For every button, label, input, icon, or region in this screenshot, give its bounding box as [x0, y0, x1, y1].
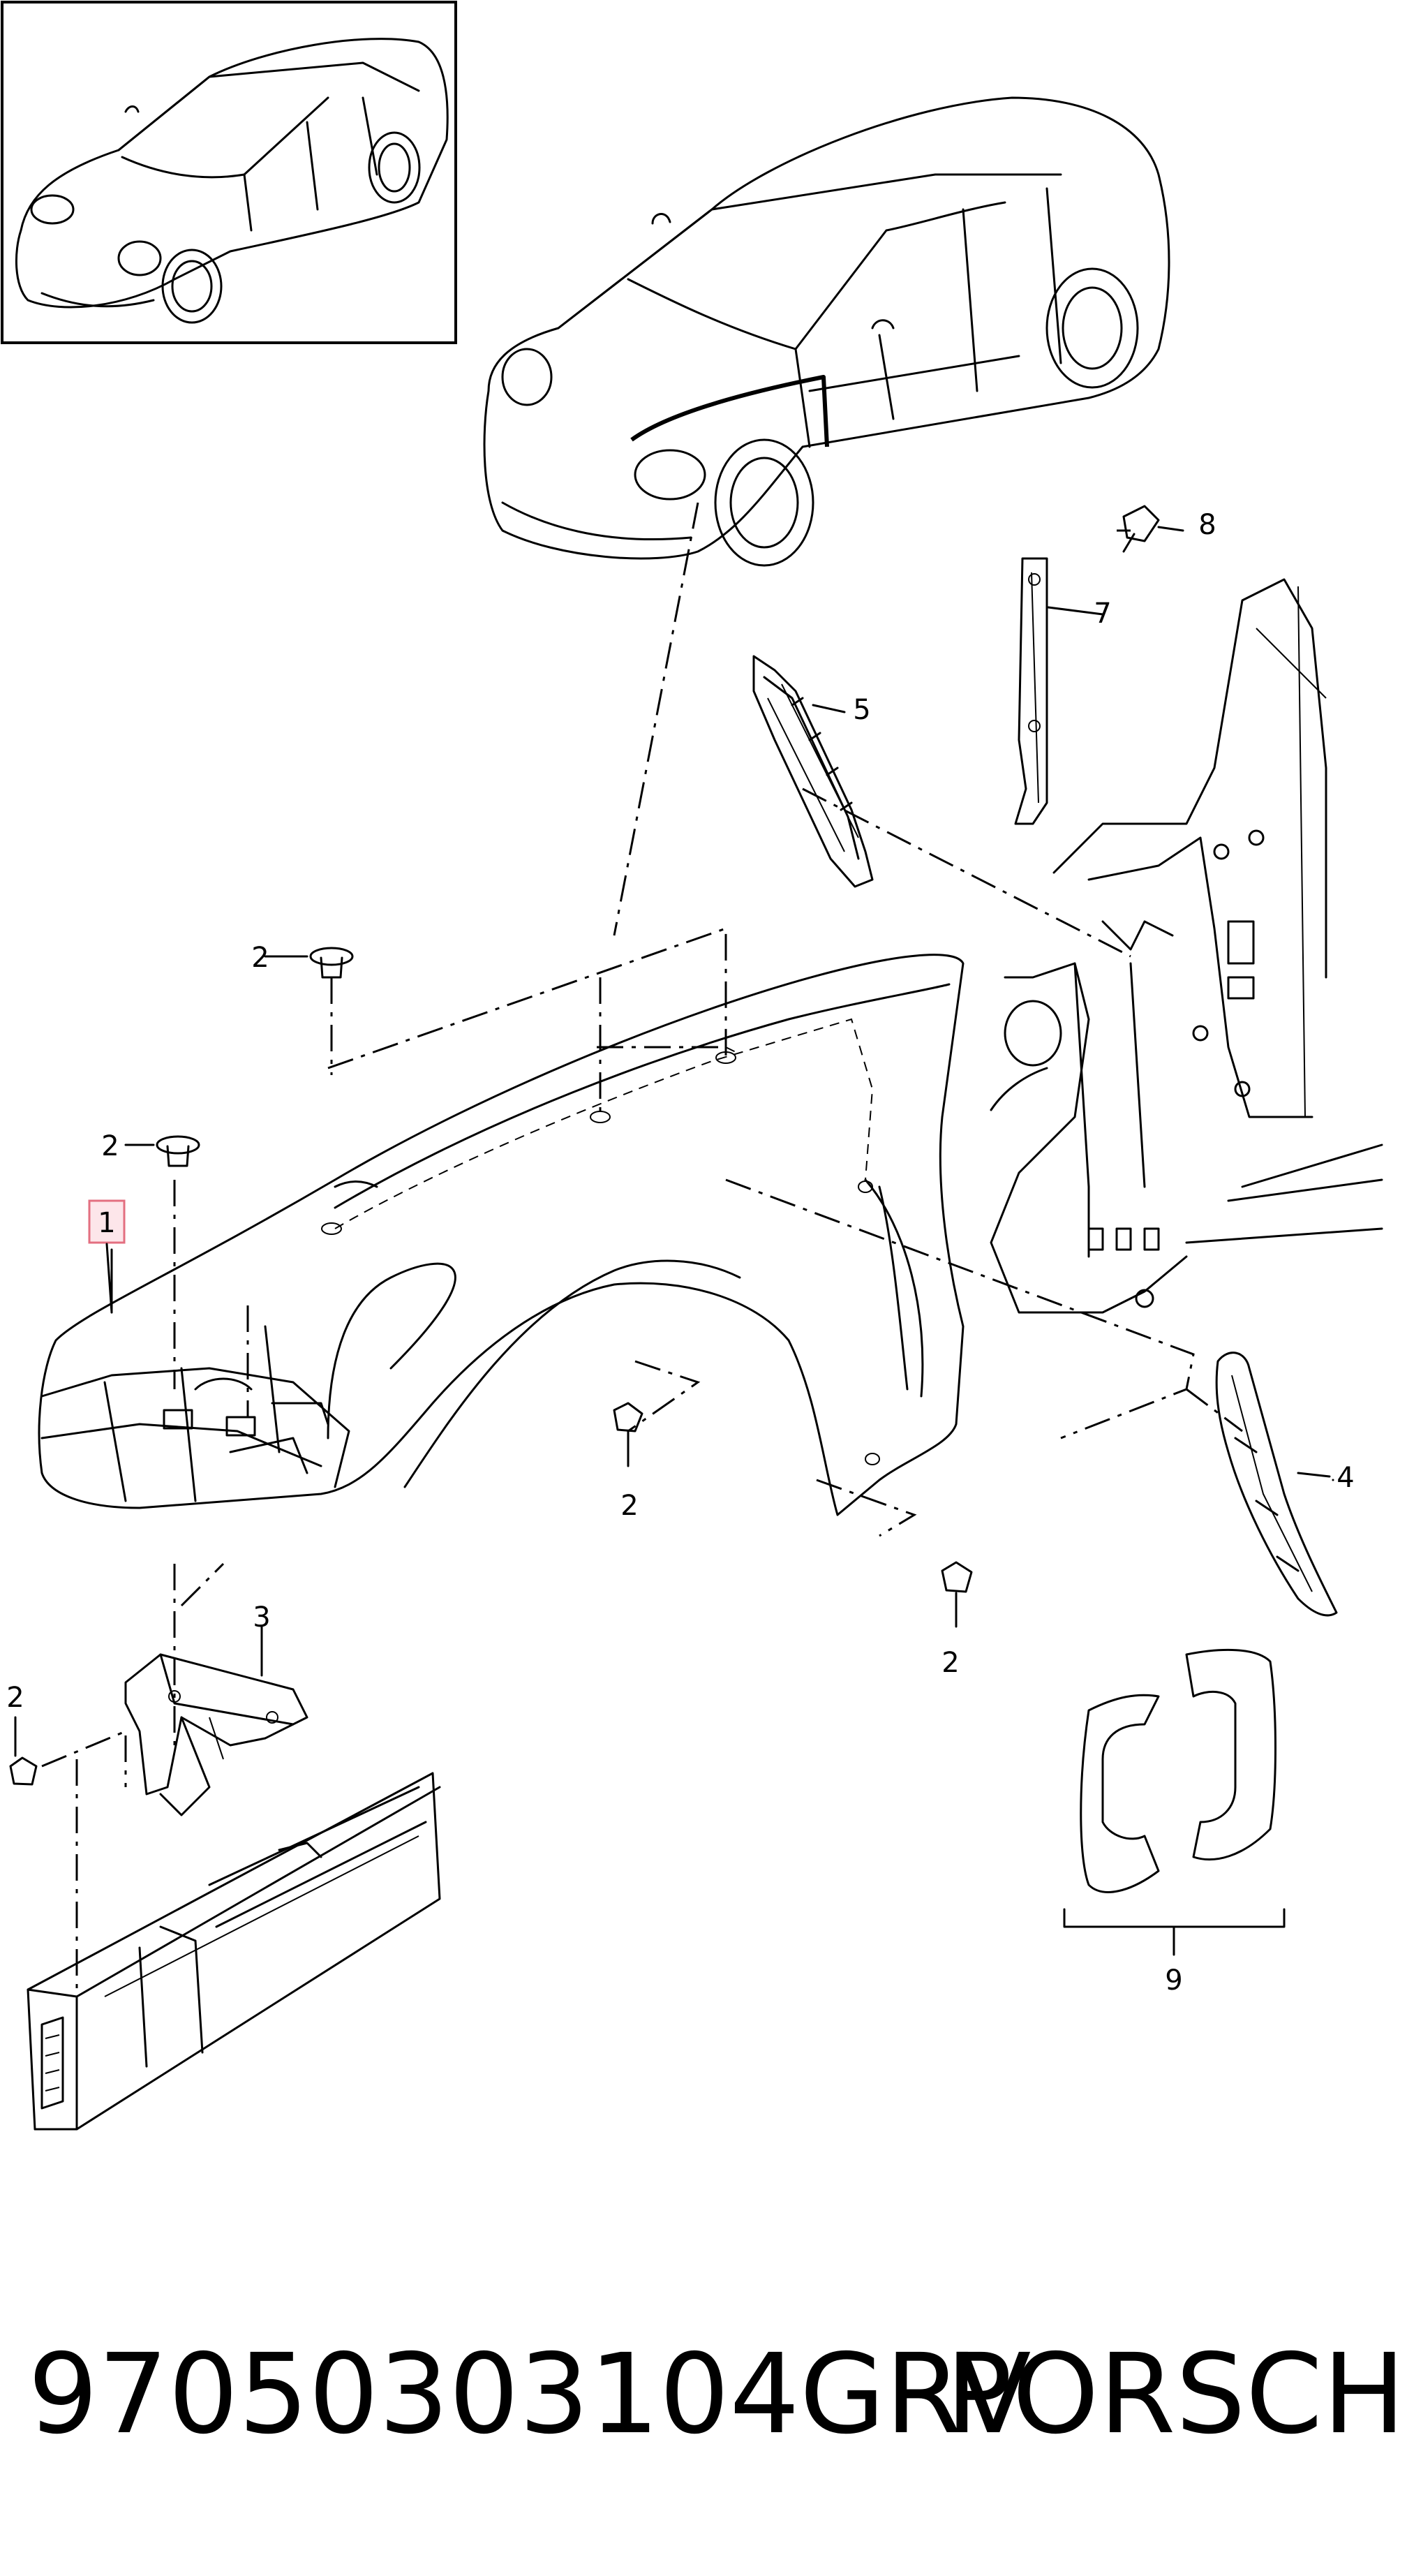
fastener-2b — [124, 1135, 200, 1167]
part-number: 97050303104GRV — [28, 2330, 1032, 2459]
callout-3: 3 — [253, 1601, 270, 1634]
callout-7: 7 — [1094, 598, 1111, 630]
callout-2e: 2 — [6, 1682, 24, 1714]
part-9-arch-liners — [1063, 1648, 1286, 1956]
part-1-front-fender — [38, 954, 965, 1516]
fastener-2c — [613, 1402, 643, 1467]
brand-name: PORSCHE — [946, 2330, 1407, 2459]
fasteners-part-2 — [9, 947, 973, 1786]
callout-2b: 2 — [101, 1130, 119, 1162]
main-car-outline — [483, 96, 1170, 567]
leader-lines — [110, 1248, 1334, 1481]
alignment-lines — [41, 502, 1243, 1997]
fastener-2d — [941, 1561, 973, 1628]
callout-2d: 2 — [941, 1647, 959, 1679]
part-8-clip — [1122, 505, 1184, 553]
lower-frame-rail — [27, 1772, 441, 2131]
part-7-pillar-strip — [1014, 557, 1104, 825]
body-structure — [990, 578, 1383, 1314]
fastener-2a — [264, 947, 354, 979]
inset-car-outline — [15, 38, 449, 324]
fastener-2e — [9, 1716, 38, 1786]
callout-1-highlight-box — [88, 1199, 126, 1244]
callout-labels: 1 2 2 2 2 2 3 4 5 7 8 9 — [6, 509, 1354, 1997]
inset-thumbnail — [1, 1, 457, 344]
callout-5: 5 — [853, 694, 870, 726]
part-5-bracket-strip — [752, 655, 874, 888]
callout-8: 8 — [1198, 509, 1216, 541]
part-4-seal-strip — [1215, 1352, 1338, 1617]
callout-2c: 2 — [620, 1490, 638, 1522]
part-3-bracket — [124, 1625, 308, 1816]
callout-2a: 2 — [251, 942, 269, 974]
callout-4: 4 — [1337, 1462, 1354, 1494]
callout-1: 1 — [98, 1207, 115, 1239]
callout-9: 9 — [1165, 1964, 1182, 1997]
